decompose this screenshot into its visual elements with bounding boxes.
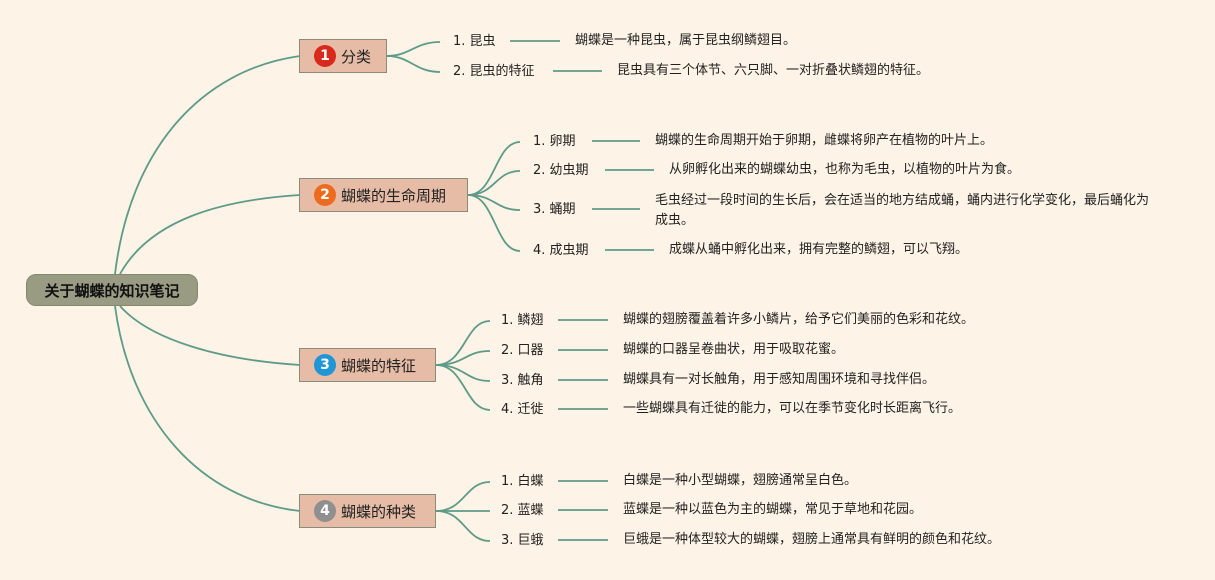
- number-badge-4: 4: [314, 500, 336, 522]
- root-topic[interactable]: 关于蝴蝶的知识笔记: [26, 274, 198, 306]
- subtopic-2-3[interactable]: 3. 蛹期: [533, 202, 576, 217]
- note-3-3: 蝴蝶具有一对长触角，用于感知周围环境和寻找伴侣。: [623, 372, 936, 387]
- branch-topic-2[interactable]: 2 蝴蝶的生命周期: [299, 178, 468, 212]
- branch-topic-1[interactable]: 1 分类: [299, 39, 387, 73]
- subtopic-2-2[interactable]: 2. 幼虫期: [533, 163, 589, 178]
- number-badge-3: 3: [314, 354, 336, 376]
- link-root-branch-3: [119, 305, 301, 366]
- subtopic-2-4[interactable]: 4. 成虫期: [533, 243, 589, 258]
- note-2-3: 毛虫经过一段时间的生长后，会在适当的地方结成蛹，蛹内进行化学变化，最后蛹化为成虫…: [655, 193, 1150, 228]
- branch-label-4: 蝴蝶的种类: [341, 502, 417, 521]
- branch-label-2: 蝴蝶的生命周期: [341, 186, 447, 205]
- subtopic-4-1[interactable]: 1. 白蝶: [501, 474, 544, 489]
- note-2-4: 成蝶从蛹中孵化出来，拥有完整的鳞翅，可以飞翔。: [669, 242, 969, 257]
- link-root-branch-4: [114, 305, 301, 512]
- note-4-1: 白蝶是一种小型蝴蝶，翅膀通常呈白色。: [623, 473, 858, 488]
- subtopic-3-2[interactable]: 2. 口器: [501, 343, 544, 358]
- branch-label-1: 分类: [341, 47, 372, 66]
- branch-topic-3[interactable]: 3 蝴蝶的特征: [299, 348, 436, 382]
- number-badge-2: 2: [314, 184, 336, 206]
- note-2-1: 蝴蝶的生命周期开始于卵期，雌蝶将卵产在植物的叶片上。: [655, 133, 994, 148]
- link-root-branch-2: [119, 194, 301, 275]
- subtopic-4-3[interactable]: 3. 巨蛾: [501, 533, 544, 548]
- note-1-1: 蝴蝶是一种昆虫，属于昆虫纲鳞翅目。: [575, 33, 797, 48]
- link-root-branch-1: [114, 55, 301, 275]
- note-4-2: 蓝蝶是一种以蓝色为主的蝴蝶，常见于草地和花园。: [623, 502, 923, 517]
- note-3-2: 蝴蝶的口器呈卷曲状，用于吸取花蜜。: [623, 342, 845, 357]
- subtopic-1-2[interactable]: 2. 昆虫的特征: [453, 64, 535, 79]
- subtopic-3-3[interactable]: 3. 触角: [501, 373, 544, 388]
- subtopic-3-4[interactable]: 4. 迁徙: [501, 402, 544, 417]
- note-3-4: 一些蝴蝶具有迁徙的能力，可以在季节变化时长距离飞行。: [623, 401, 962, 416]
- subtopic-2-1[interactable]: 1. 卵期: [533, 134, 576, 149]
- number-badge-1: 1: [314, 45, 336, 67]
- note-1-2: 昆虫具有三个体节、六只脚、一对折叠状鳞翅的特征。: [617, 63, 930, 78]
- subtopic-3-1[interactable]: 1. 鳞翅: [501, 313, 544, 328]
- branch-label-3: 蝴蝶的特征: [341, 356, 417, 375]
- note-2-2: 从卵孵化出来的蝴蝶幼虫，也称为毛虫，以植物的叶片为食。: [669, 162, 1021, 177]
- note-3-1: 蝴蝶的翅膀覆盖着许多小鳞片，给予它们美丽的色彩和花纹。: [623, 312, 975, 327]
- note-4-3: 巨蛾是一种体型较大的蝴蝶，翅膀上通常具有鲜明的颜色和花纹。: [623, 532, 1001, 547]
- subtopic-4-2[interactable]: 2. 蓝蝶: [501, 503, 544, 518]
- branch-topic-4[interactable]: 4 蝴蝶的种类: [299, 494, 436, 528]
- subtopic-1-1[interactable]: 1. 昆虫: [453, 34, 496, 49]
